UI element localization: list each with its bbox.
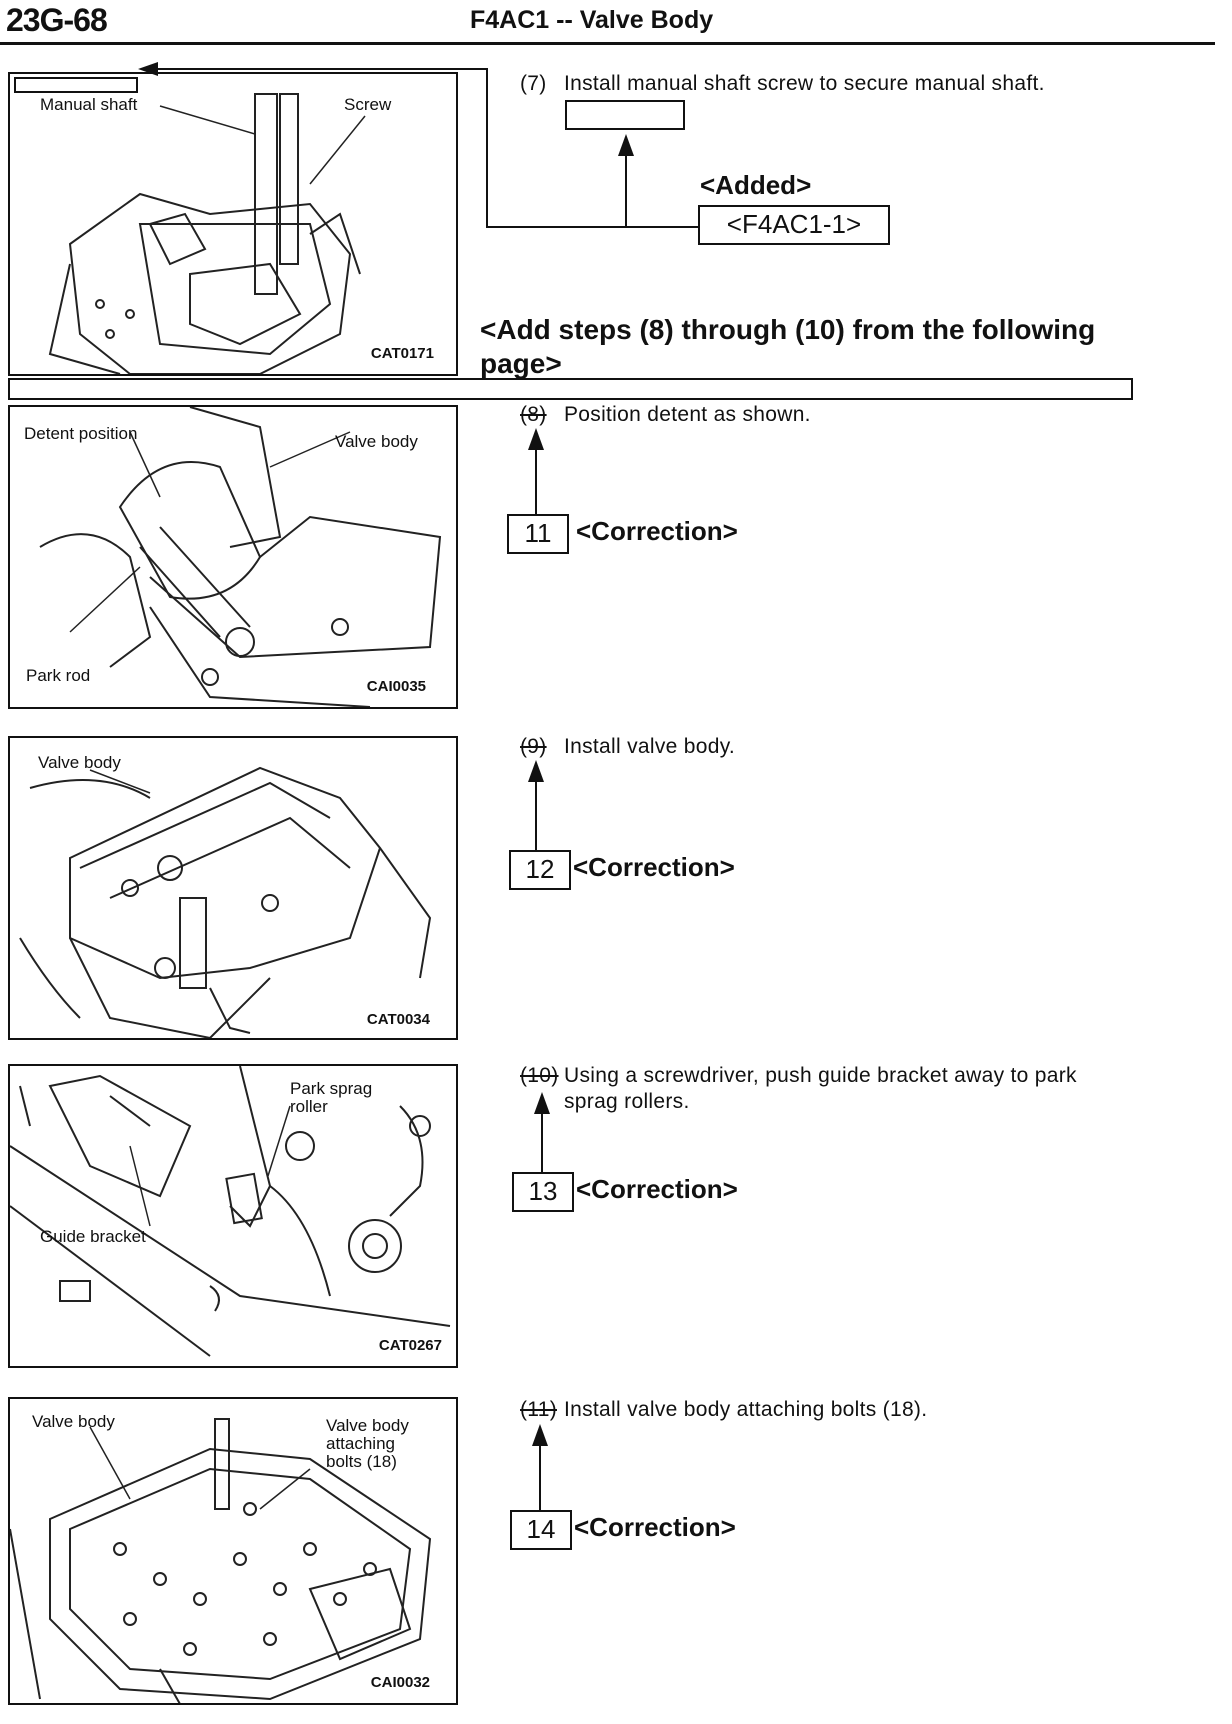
step-9-text: Install valve body. <box>564 735 736 758</box>
figure-attaching-bolts: Valve body Valve body attaching bolts (1… <box>8 1397 458 1705</box>
illustration-guide-bracket <box>10 1066 451 1357</box>
step-10-text-line-1: Using a screwdriver, push guide bracket … <box>564 1064 1077 1087</box>
label-roller: roller <box>290 1097 328 1116</box>
new-number-box-12: 12 <box>509 850 571 890</box>
label-guide-bracket: Guide bracket <box>40 1227 146 1246</box>
figure-guide-bracket: Park sprag roller Guide bracket CAT0267 <box>8 1064 458 1368</box>
figure-detent-position: Detent position Valve body Park rod CAI0… <box>8 405 458 709</box>
page-title: F4AC1 -- Valve Body <box>470 6 714 34</box>
label-park-rod: Park rod <box>26 666 91 685</box>
label-valve-body: Valve body <box>335 432 418 451</box>
header-rule <box>0 42 1215 45</box>
arrow-left-to-box <box>138 62 158 76</box>
arrow-stem-step-8 <box>535 448 537 514</box>
step-7-number: (7) <box>520 72 547 95</box>
figure-code: CAI0032 <box>370 1674 430 1691</box>
step-9: (9) Install valve body. <box>520 735 735 759</box>
figure-install-valve-body: Valve body CAT0034 <box>8 736 458 1040</box>
label-screw: Screw <box>344 95 392 114</box>
arrow-up-step-8 <box>528 428 544 450</box>
connector-top <box>156 68 486 70</box>
arrow-stem-step-9 <box>535 780 537 850</box>
figure-code: CAT0171 <box>370 345 434 362</box>
label-park-sprag: Park sprag <box>290 1079 373 1098</box>
step-10-old-number: (10) <box>520 1064 559 1087</box>
connector-right-down <box>486 68 488 228</box>
step-10-text-line-2: sprag rollers. <box>564 1090 690 1113</box>
correction-label-13: <Correction> <box>576 1174 738 1204</box>
added-code-box: <F4AC1-1> <box>698 205 890 245</box>
step-10: (10)Using a screwdriver, push guide brac… <box>520 1064 1077 1088</box>
step-7-text: Install manual shaft screw to secure man… <box>564 72 1045 95</box>
illustration-attaching-bolts <box>10 1418 432 1703</box>
illustration-manual-shaft <box>48 93 366 374</box>
correction-label-11: <Correction> <box>576 516 738 546</box>
label-valve-body: Valve body <box>32 1412 115 1431</box>
illustration-detent <box>39 407 442 707</box>
label-valve-body-bolts: Valve body <box>326 1416 409 1435</box>
figure-code: CAI0035 <box>366 678 426 695</box>
arrow-stem-step-10 <box>541 1112 543 1172</box>
add-steps-line-1: <Add steps (8) through (10) from the fol… <box>480 314 1096 345</box>
step-7: (7) Install manual shaft screw to secure … <box>520 72 1045 96</box>
connector-bottom <box>486 226 698 228</box>
arrow-stem-step-11 <box>539 1444 541 1510</box>
step-11-text: Install valve body attaching bolts (18). <box>564 1398 928 1421</box>
new-number-box-14: 14 <box>510 1510 572 1550</box>
new-number-box-13: 13 <box>512 1172 574 1212</box>
step-8-text: Position detent as shown. <box>564 403 811 426</box>
label-attaching: attaching <box>326 1434 395 1453</box>
reference-box-small <box>14 77 138 93</box>
label-detent-position: Detent position <box>24 424 138 443</box>
correction-label-12: <Correction> <box>573 852 735 882</box>
arrow-up-step-10 <box>534 1092 550 1114</box>
added-label: <Added> <box>700 170 812 200</box>
add-steps-line-2: page> <box>480 348 562 379</box>
new-number-box-11: 11 <box>507 514 569 554</box>
arrow-up-step-7 <box>618 134 634 156</box>
label-manual-shaft: Manual shaft <box>40 95 138 114</box>
section-separator <box>8 378 1133 400</box>
step-11: (11) Install valve body attaching bolts (… <box>520 1398 927 1422</box>
label-bolts-18: bolts (18) <box>326 1452 397 1471</box>
insert-box <box>565 100 685 130</box>
illustration-valve-body <box>19 766 432 1038</box>
figure-code: CAT0034 <box>366 1011 430 1028</box>
step-11-old-number: (11) <box>520 1398 557 1421</box>
step-8: (8) Position detent as shown. <box>520 403 811 427</box>
arrow-up-step-11 <box>532 1424 548 1446</box>
page-number: 23G-68 <box>6 2 108 38</box>
label-valve-body: Valve body <box>38 753 121 772</box>
step-8-old-number: (8) <box>520 403 547 426</box>
arrow-up-step-9 <box>528 760 544 782</box>
figure-code: CAT0267 <box>378 1337 442 1354</box>
step-9-old-number: (9) <box>520 735 547 758</box>
figure-manual-shaft: Manual shaft Screw CAT0171 <box>8 72 458 376</box>
arrow-stem-step-7 <box>625 154 627 228</box>
correction-label-14: <Correction> <box>574 1512 736 1542</box>
